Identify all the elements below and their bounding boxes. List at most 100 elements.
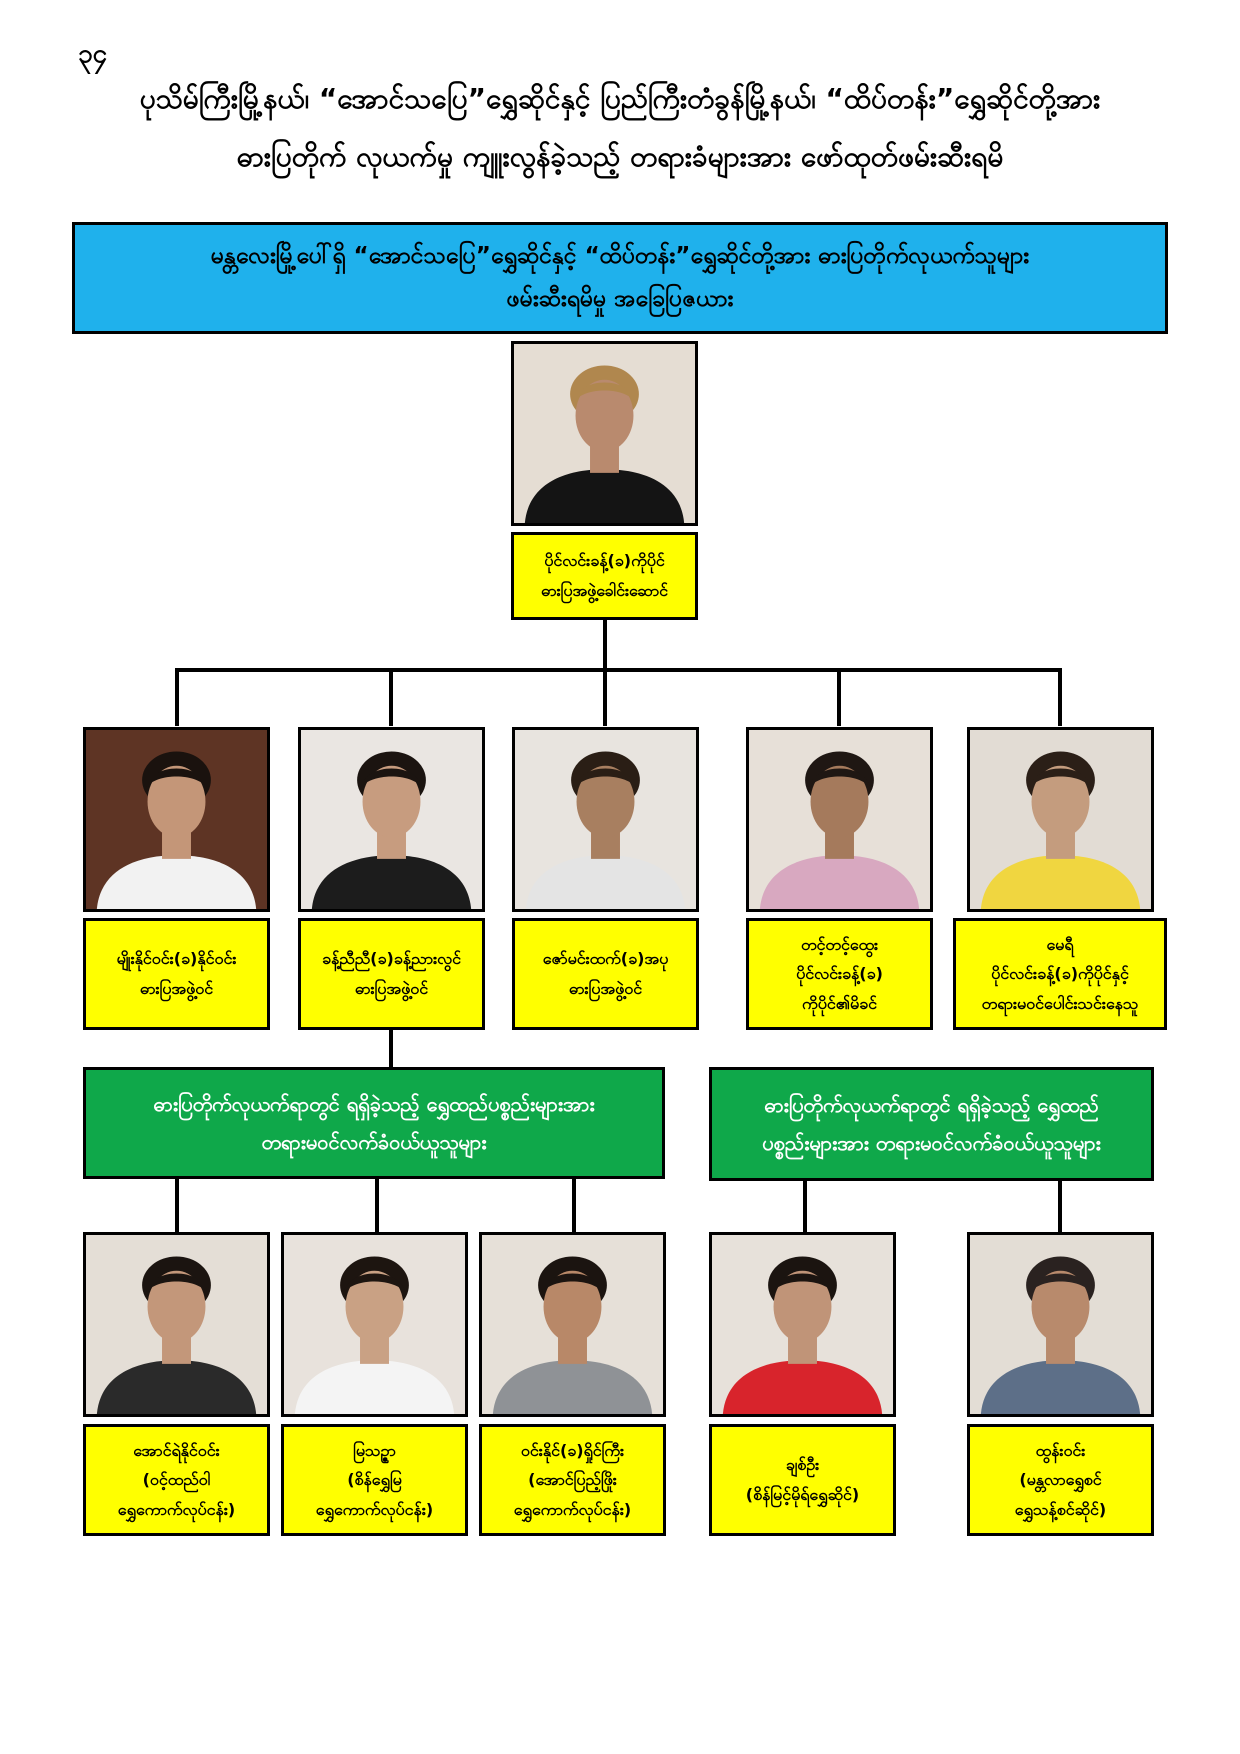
- connector-line: [389, 668, 393, 726]
- receiver-business: ရွှေကောက်လုပ်ငန်း): [513, 1499, 632, 1519]
- connector-line: [603, 618, 607, 670]
- portrait-image: [749, 730, 930, 909]
- receiver-caption: ချစ်ဦး (စိန်မြင့်မိုရ်ရွှေဆိုင်): [709, 1424, 896, 1536]
- receiver-business: ရွှေသန့်စင်ဆိုင်): [1014, 1499, 1107, 1519]
- member-relation: ကိုပိုင်၏မိခင်: [802, 993, 877, 1013]
- receiver-caption: ဝင်းနိုင်(ခ)ရှိုင်ကြီး (အောင်ပြည့်ဖြိုး …: [479, 1424, 666, 1536]
- member-name: ခန့်ညီညီ(ခ)ခန့်ညားလွင်: [321, 949, 462, 969]
- portrait-face: [773, 1270, 832, 1343]
- portrait-image: [284, 1235, 465, 1414]
- receiver-photo: [83, 1232, 270, 1417]
- portrait-fringe: [1029, 1273, 1092, 1293]
- portrait-shirt: [980, 1360, 1141, 1414]
- receiver-business: ရွှေကောက်လုပ်ငန်း): [315, 1499, 434, 1519]
- leader-caption: ပိုင်လင်းခန့်(ခ)ကိုပိုင် ဓားပြအဖွဲ့ခေါင်…: [511, 532, 698, 620]
- portrait-face: [1031, 1270, 1090, 1343]
- member-role: ဓားပြအဖွဲ့ဝင်: [139, 979, 214, 998]
- member-caption: ဇော်မင်းထက်(ခ)အပု ဓားပြအဖွဲ့ဝင်: [512, 918, 699, 1030]
- portrait-shirt: [525, 855, 686, 909]
- member-relation: တရားမဝင်ပေါင်းသင်းနေသူ: [981, 993, 1139, 1013]
- portrait-fringe: [145, 1273, 208, 1293]
- receiver-name: အောင်ရဲနိုင်ဝင်း: [133, 1440, 220, 1460]
- portrait-shirt: [96, 1360, 257, 1414]
- portrait-fringe: [574, 768, 637, 788]
- receiver-caption: မြသဉ္ဇာ (စိန်ရွှေမြ ရွှေကောက်လုပ်ငန်း): [281, 1424, 468, 1536]
- portrait-image: [712, 1235, 893, 1414]
- member-caption: တင့်တင့်ထွေး ပိုင်လင်းခန့်(ခ) ကိုပိုင်၏မ…: [746, 918, 933, 1030]
- receivers-left-title: တရားမဝင်လက်ခံဝယ်ယူသူများ: [261, 1130, 487, 1154]
- member-name: မျိုးနိုင်ဝင်း(ခ)နိုင်ဝင်း: [116, 949, 237, 969]
- page-number: ၃၄: [78, 39, 108, 69]
- receivers-right-title: ဓားပြတိုက်လုယက်ရာတွင် ရရှိခဲ့သည့် ရွှေထည…: [764, 1093, 1099, 1117]
- portrait-image: [86, 730, 267, 909]
- portrait-face: [575, 379, 634, 452]
- portrait-fringe: [541, 1273, 604, 1293]
- receiver-business: (စိန်မြင့်မိုရ်ရွှေဆိုင်): [745, 1485, 860, 1504]
- portrait-image: [514, 344, 695, 523]
- member-caption: မေရီ ပိုင်လင်းခန့်(ခ)ကိုပိုင်နှင့် တရားမ…: [953, 918, 1167, 1030]
- portrait-image: [515, 730, 696, 909]
- portrait-image: [301, 730, 482, 909]
- connector-line: [175, 668, 1060, 672]
- portrait-image: [970, 1235, 1151, 1414]
- portrait-image: [482, 1235, 663, 1414]
- portrait-shirt: [96, 855, 257, 909]
- portrait-fringe: [360, 768, 423, 788]
- receiver-caption: အောင်ရဲနိုင်ဝင်း (ဝင့်ထည်ဝါ ရွှေကောက်လုပ…: [83, 1424, 270, 1536]
- receiver-name: ချစ်ဦး: [785, 1455, 820, 1475]
- portrait-shirt: [294, 1360, 455, 1414]
- member-role: ဓားပြအဖွဲ့ဝင်: [354, 979, 429, 998]
- connector-line: [603, 668, 607, 726]
- portrait-face: [147, 765, 206, 838]
- portrait-face: [576, 765, 635, 838]
- receivers-left-title: ဓားပြတိုက်လုယက်ရာတွင် ရရှိခဲ့သည့် ရွှေထည…: [153, 1092, 595, 1116]
- leader-photo: [511, 341, 698, 526]
- receiver-photo: [281, 1232, 468, 1417]
- member-photo: [512, 727, 699, 912]
- member-caption: ခန့်ညီညီ(ခ)ခန့်ညားလွင် ဓားပြအဖွဲ့ဝင်: [298, 918, 485, 1030]
- portrait-shirt: [492, 1360, 653, 1414]
- portrait-fringe: [771, 1273, 834, 1293]
- page-title-line-1: ပုသိမ်ကြီးမြို့နယ်၊ “အောင်သပြေ”ရွှေဆိုင်…: [139, 82, 1101, 115]
- receiver-business: (ဝင့်ထည်ဝါ: [142, 1470, 211, 1490]
- chart-header-line-2: ဖမ်းဆီးရမိမှု အခြေပြဇယား: [506, 286, 734, 312]
- receiver-business: (စိန်ရွှေမြ: [347, 1470, 402, 1490]
- receiver-photo: [709, 1232, 896, 1417]
- member-photo: [83, 727, 270, 912]
- portrait-fringe: [1029, 768, 1092, 788]
- member-name: ဇော်မင်းထက်(ခ)အပု: [542, 949, 669, 969]
- connector-line: [572, 1178, 576, 1232]
- portrait-face: [810, 765, 869, 838]
- receivers-right-title: ပစ္စည်းများအား တရားမဝင်လက်ခံဝယ်ယူသူများ: [762, 1131, 1101, 1155]
- receivers-left-title-box: ဓားပြတိုက်လုယက်ရာတွင် ရရှိခဲ့သည့် ရွှေထည…: [83, 1067, 665, 1179]
- connector-line: [1058, 668, 1062, 726]
- member-role: ဓားပြအဖွဲ့ဝင်: [568, 979, 643, 998]
- member-name: တင့်တင့်ထွေး: [800, 934, 879, 954]
- portrait-fringe: [573, 382, 636, 402]
- member-caption: မျိုးနိုင်ဝင်း(ခ)နိုင်ဝင်း ဓားပြအဖွဲ့ဝင်: [83, 918, 270, 1030]
- leader-name: ပိုင်လင်းခန့်(ခ)ကိုပိုင်: [544, 551, 665, 571]
- connector-line: [175, 668, 179, 726]
- portrait-image: [86, 1235, 267, 1414]
- member-photo: [746, 727, 933, 912]
- portrait-face: [1031, 765, 1090, 838]
- portrait-face: [147, 1270, 206, 1343]
- chart-header-box: မန္တလေးမြို့ပေါ်ရှိ “အောင်သပြေ”ရွှေဆိုင်…: [72, 222, 1168, 334]
- receiver-caption: ထွန်းဝင်း (မန္တလာရွှေစင် ရွှေသန့်စင်ဆိုင…: [967, 1424, 1154, 1536]
- connector-line: [837, 668, 841, 726]
- leader-role: ဓားပြအဖွဲ့ခေါင်းဆောင်: [540, 581, 669, 600]
- portrait-shirt: [722, 1360, 883, 1414]
- portrait-face: [543, 1270, 602, 1343]
- portrait-face: [362, 765, 421, 838]
- member-relation: ပိုင်လင်းခန့်(ခ)ကိုပိုင်နှင့်: [991, 964, 1129, 984]
- chart-header-line-1: မန္တလေးမြို့ပေါ်ရှိ “အောင်သပြေ”ရွှေဆိုင်…: [210, 243, 1030, 270]
- receiver-photo: [479, 1232, 666, 1417]
- receiver-name: မြသဉ္ဇာ: [353, 1440, 396, 1460]
- member-name: မေရီ: [1046, 934, 1074, 954]
- portrait-shirt: [759, 855, 920, 909]
- portrait-fringe: [808, 768, 871, 788]
- connector-line: [1058, 1180, 1062, 1232]
- portrait-shirt: [524, 469, 685, 523]
- receiver-business: (အောင်ပြည့်ဖြိုး: [528, 1470, 617, 1490]
- receivers-right-title-box: ဓားပြတိုက်လုယက်ရာတွင် ရရှိခဲ့သည့် ရွှေထည…: [709, 1067, 1154, 1181]
